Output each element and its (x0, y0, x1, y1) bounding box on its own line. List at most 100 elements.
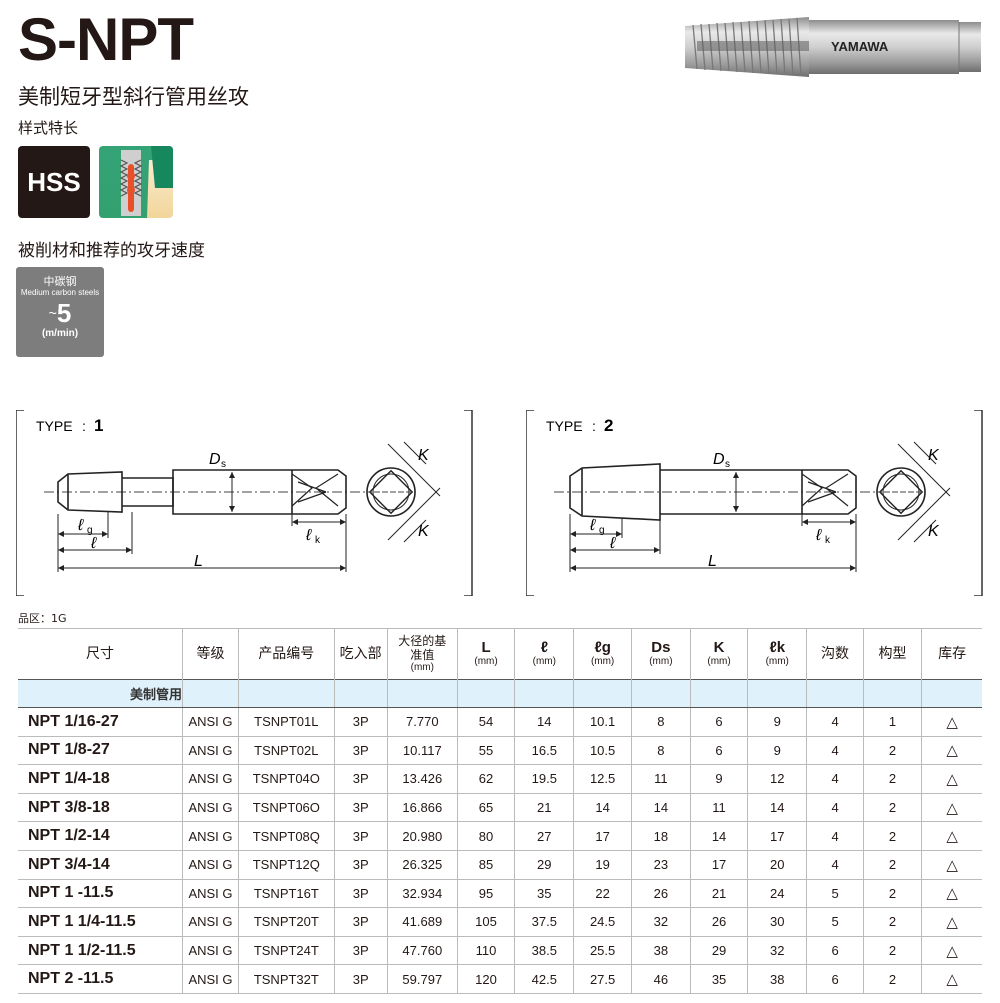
dim-l: ℓ (90, 535, 97, 552)
cell-grade: ANSI G (182, 764, 239, 794)
cell-L: 110 (456, 936, 515, 966)
cell-major-dia: 32.934 (386, 879, 458, 909)
cell-product-no: TSNPT06O (237, 793, 335, 823)
cell-product-no: TSNPT08Q (237, 821, 335, 851)
cell-l: 35 (514, 879, 574, 909)
cell-chamfer: 3P (333, 936, 388, 966)
cell-chamfer: 3P (333, 821, 388, 851)
cell-chamfer: 3P (333, 964, 388, 994)
type2-colon: : (592, 418, 596, 434)
cell-L: 65 (456, 793, 515, 823)
cell-grade: ANSI G (182, 821, 239, 851)
cell-type: 2 (862, 821, 922, 851)
dim-k-bottom-2: K (928, 523, 940, 540)
cell-major-dia: 16.866 (386, 793, 458, 823)
cell-type: 2 (862, 793, 922, 823)
tap-brand-text: YAMAWA (831, 39, 889, 54)
category-label: 美制管用 (18, 679, 183, 708)
cell-lk: 9 (747, 707, 807, 737)
cell-lg: 17 (573, 821, 632, 851)
category-row: 美制管用 (18, 679, 982, 708)
cell-stock: △ (921, 764, 982, 794)
cell-flutes: 4 (806, 793, 864, 823)
cell-l: 38.5 (514, 936, 574, 966)
cell-major-dia: 10.117 (386, 736, 458, 766)
cell-major-dia: 13.426 (386, 764, 458, 794)
page-subtitle: 美制短牙型斜行管用丝攻 (18, 85, 249, 109)
cell-grade: ANSI G (182, 707, 239, 737)
cell-ds: 8 (630, 707, 691, 737)
cell-size: NPT 2 -11.5 (18, 964, 183, 994)
dim-lk-sub-2: k (825, 535, 831, 546)
cell-major-dia: 26.325 (386, 850, 458, 880)
cell-flutes: 4 (806, 707, 864, 737)
cell-lg: 12.5 (573, 764, 632, 794)
spec-table: 尺寸 等级 产品编号 吃入部 大径的基准值(mm) L(mm) ℓ(mm) ℓg… (18, 628, 982, 994)
region-label: 品区：1G (18, 612, 67, 625)
dim-lg-2: ℓ (589, 517, 596, 534)
style-label: 样式特长 (18, 119, 79, 137)
speed-value: ~5 (16, 298, 104, 328)
dim-lg-sub-2: g (599, 525, 605, 536)
cell-k: 6 (689, 707, 748, 737)
cell-L: 105 (456, 907, 515, 937)
dim-L: L (194, 553, 203, 570)
cell-flutes: 5 (806, 879, 864, 909)
cell-stock: △ (921, 707, 982, 737)
cell-k: 26 (689, 907, 748, 937)
cell-type: 2 (862, 764, 922, 794)
cell-L: 62 (456, 764, 515, 794)
col-header-size: 尺寸 (18, 628, 183, 680)
cell-size: NPT 1/4-18 (18, 764, 183, 794)
pipe-tap-image: YAMAWA (683, 14, 983, 80)
cell-chamfer: 3P (333, 764, 388, 794)
cell-stock: △ (921, 964, 982, 994)
cell-k: 11 (689, 793, 748, 823)
cell-L: 54 (456, 707, 515, 737)
col-header-chamfer: 吃入部 (333, 628, 388, 680)
cell-product-no: TSNPT32T (237, 964, 335, 994)
dim-ds-sub: s (221, 459, 226, 470)
cell-grade: ANSI G (182, 793, 239, 823)
speed-section-title: 被削材和推荐的攻牙速度 (18, 241, 205, 261)
cell-k: 14 (689, 821, 748, 851)
cell-k: 6 (689, 736, 748, 766)
cell-chamfer: 3P (333, 736, 388, 766)
type2-number: 2 (604, 416, 613, 435)
cell-stock: △ (921, 793, 982, 823)
cell-major-dia: 20.980 (386, 821, 458, 851)
cell-lg: 24.5 (573, 907, 632, 937)
hss-badge: HSS (18, 146, 90, 218)
cell-flutes: 4 (806, 850, 864, 880)
cell-lk: 9 (747, 736, 807, 766)
col-header-l: ℓ(mm) (514, 628, 574, 680)
material-name: 中碳钢 (43, 275, 77, 288)
cell-product-no: TSNPT24T (237, 936, 335, 966)
type2-label: TYPE (546, 418, 583, 434)
cell-product-no: TSNPT16T (237, 879, 335, 909)
cell-product-no: TSNPT20T (237, 907, 335, 937)
col-header-lg: ℓg(mm) (573, 628, 632, 680)
cell-l: 29 (514, 850, 574, 880)
cell-lg: 22 (573, 879, 632, 909)
type1-colon: : (82, 418, 86, 434)
cell-lk: 32 (747, 936, 807, 966)
cell-ds: 32 (630, 907, 691, 937)
cell-chamfer: 3P (333, 793, 388, 823)
type1-diagram: TYPE : 1 D s (15, 409, 474, 597)
cell-type: 2 (862, 850, 922, 880)
cell-major-dia: 59.797 (386, 964, 458, 994)
dim-k-top-2: K (928, 447, 940, 464)
dim-k-top: K (418, 447, 430, 464)
cell-l: 14 (514, 707, 574, 737)
cell-type: 2 (862, 907, 922, 937)
cell-chamfer: 3P (333, 879, 388, 909)
col-header-type: 构型 (862, 628, 922, 680)
cell-lg: 27.5 (573, 964, 632, 994)
tapered-pipe-thread-icon (99, 146, 173, 218)
cell-stock: △ (921, 821, 982, 851)
col-header-product-no: 产品编号 (237, 628, 335, 680)
cell-major-dia: 47.760 (386, 936, 458, 966)
